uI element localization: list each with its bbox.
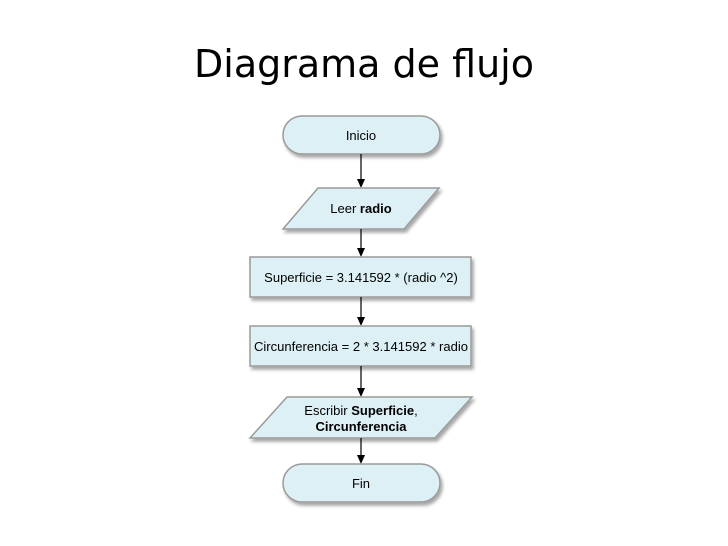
input-node: Leer radio: [281, 187, 441, 230]
input-label-prefix: Leer: [330, 201, 360, 216]
arrow-output-to-end: [357, 438, 365, 464]
output-label-line1: Escribir Superficie,: [304, 403, 417, 418]
process-superficie-label: Superficie = 3.141592 * (radio ^2): [264, 270, 458, 285]
input-label-variable: radio: [360, 201, 392, 216]
output-label-circunferencia: Circunferencia: [315, 419, 407, 434]
input-label: Leer radio: [330, 201, 391, 216]
output-node: Escribir Superficie, Circunferencia: [248, 396, 474, 439]
output-label-prefix: Escribir: [304, 403, 351, 418]
arrow-input-to-process1: [357, 229, 365, 257]
end-label: Fin: [352, 476, 370, 491]
start-label: Inicio: [346, 128, 376, 143]
arrow-start-to-input: [357, 154, 365, 188]
arrow-process2-to-output: [357, 366, 365, 397]
slide-title: Diagrama de flujo: [194, 42, 534, 86]
process-superficie-node: Superficie = 3.141592 * (radio ^2): [249, 256, 472, 298]
process-circunferencia-node: Circunferencia = 2 * 3.141592 * radio: [249, 325, 472, 367]
end-node: Fin: [282, 463, 441, 503]
output-label-comma: ,: [414, 403, 418, 418]
start-node: Inicio: [282, 115, 441, 155]
arrow-process1-to-process2: [357, 297, 365, 326]
process-circunferencia-label: Circunferencia = 2 * 3.141592 * radio: [254, 339, 468, 354]
output-label-superficie: Superficie: [351, 403, 414, 418]
